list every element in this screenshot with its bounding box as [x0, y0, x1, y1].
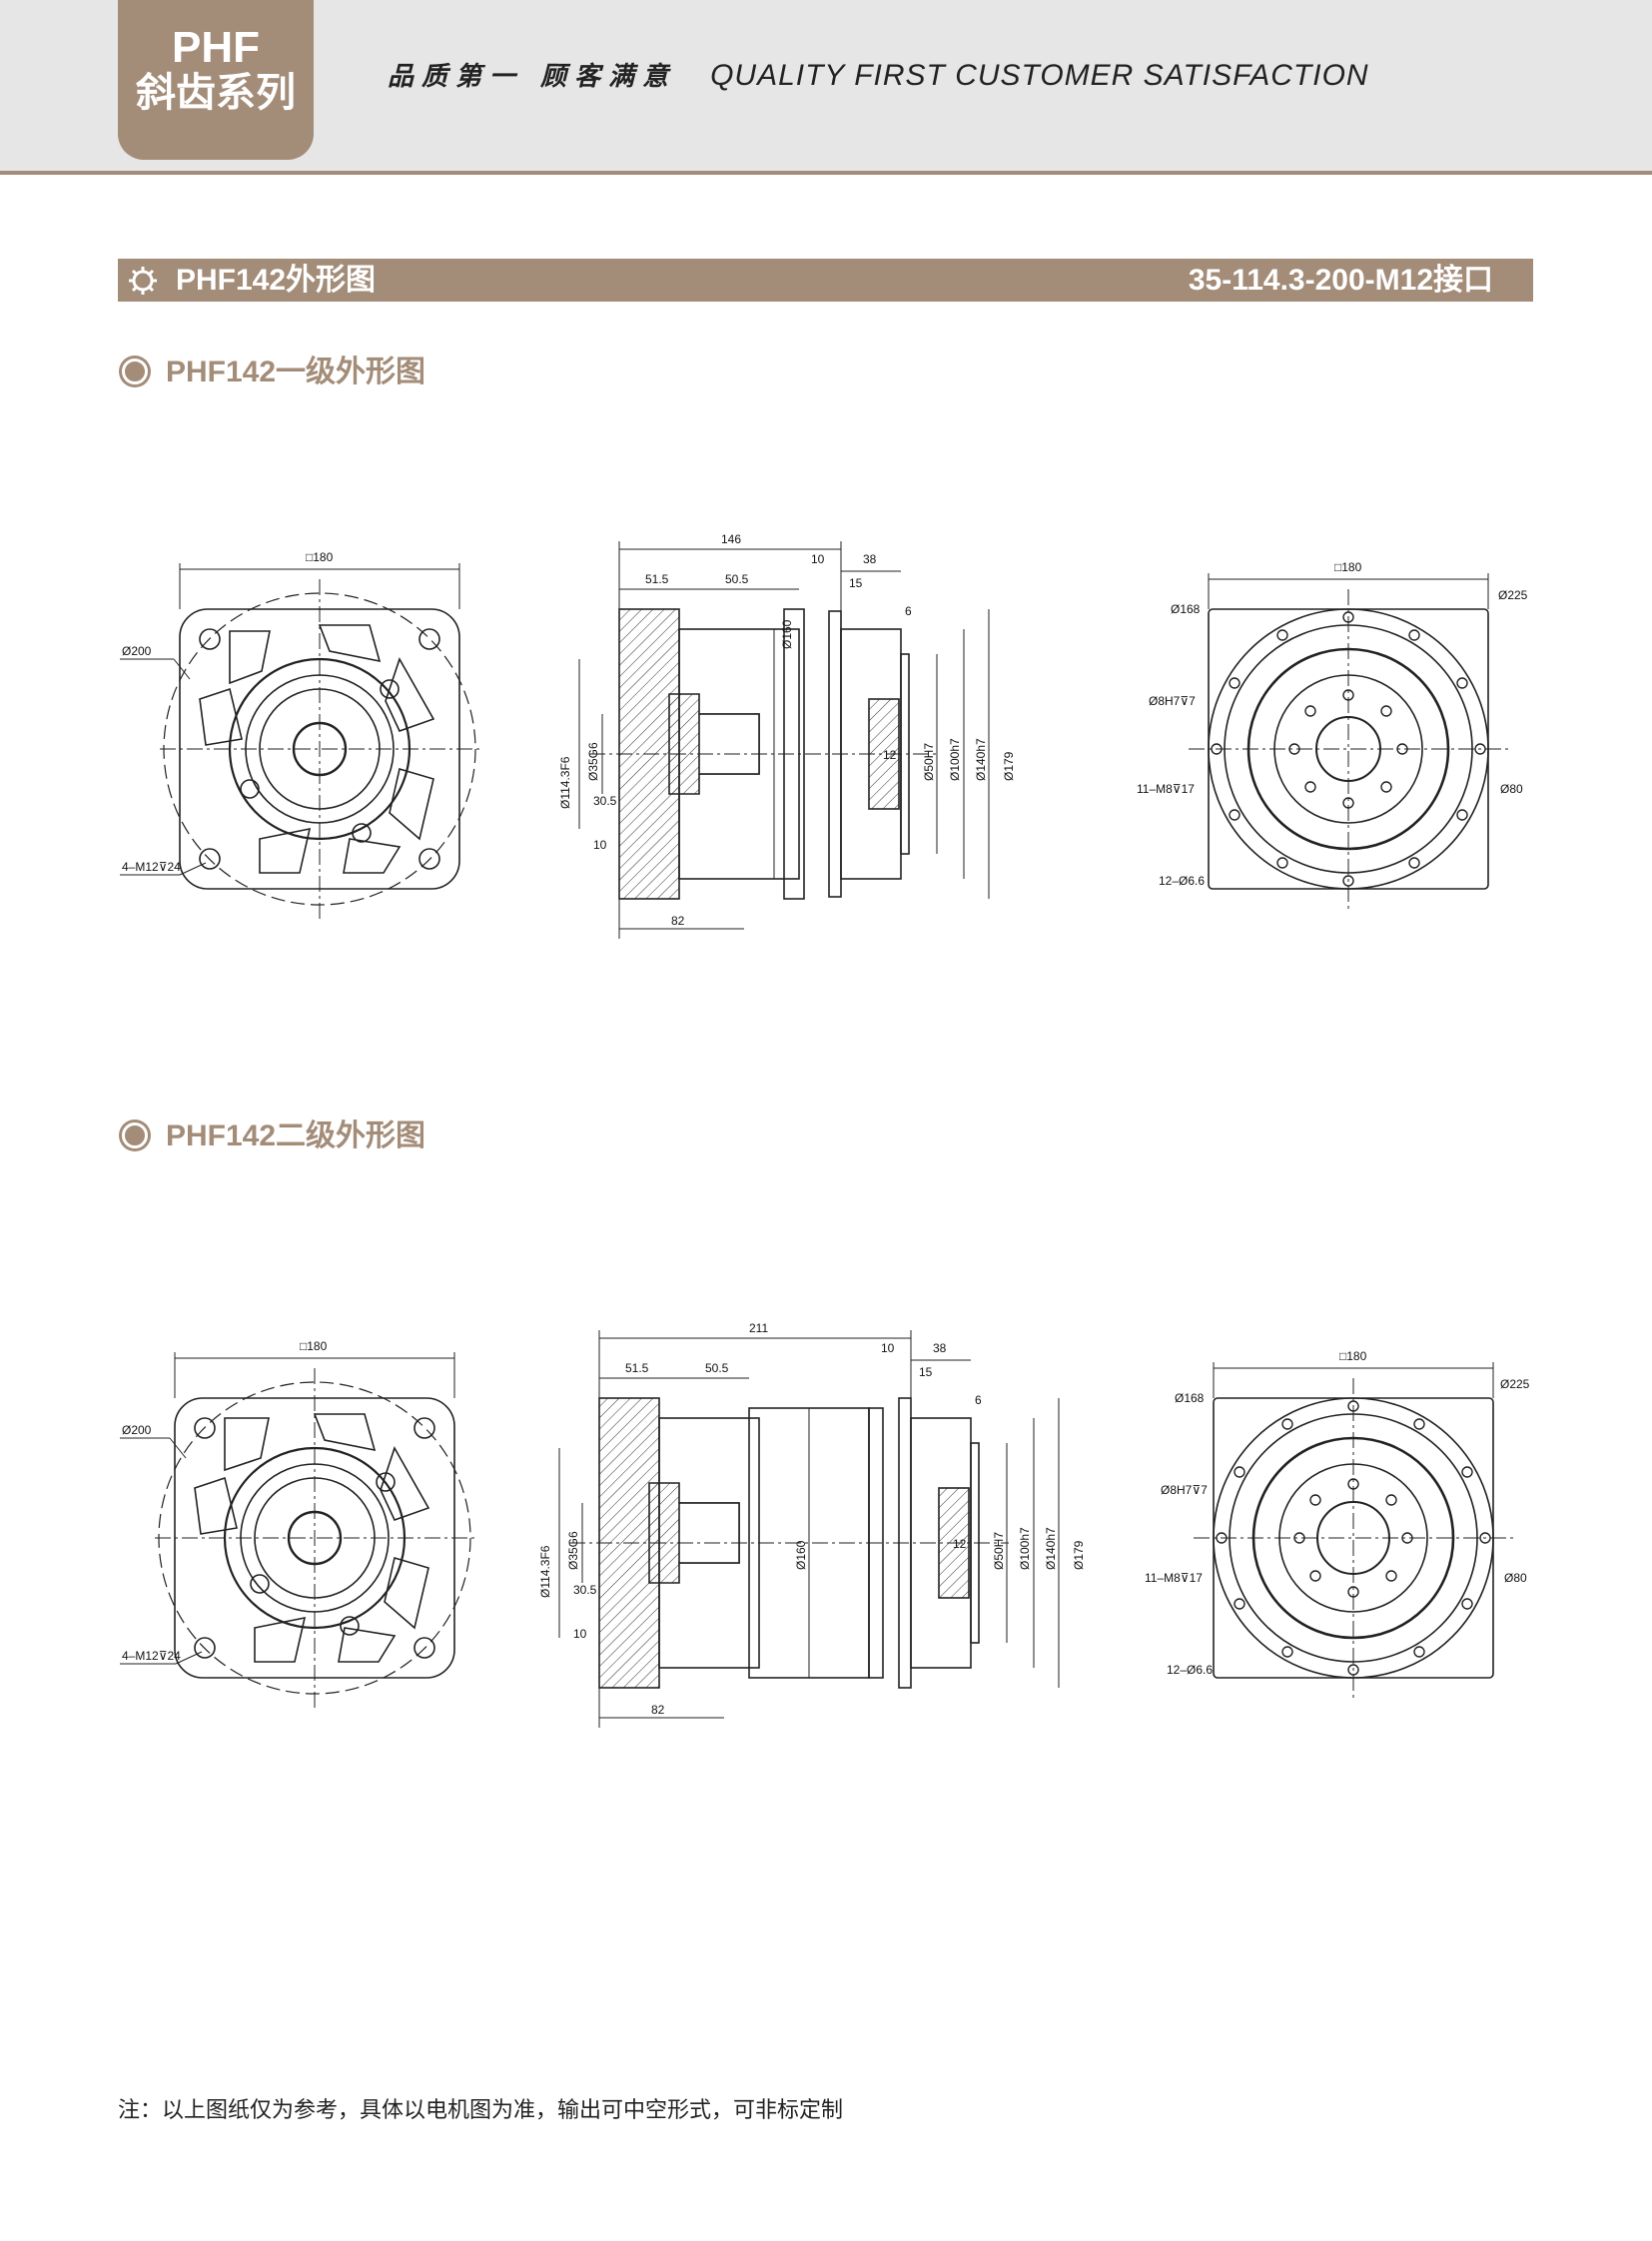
s2-side-d9: 82 — [651, 1703, 665, 1717]
s1-rear-inner: Ø80 — [1500, 782, 1523, 796]
s2-rear-inner: Ø80 — [1504, 1571, 1527, 1585]
s1-side-d4: 38 — [863, 552, 877, 566]
s2-side-d7: 30.5 — [573, 1583, 597, 1597]
s1-rear-pcd: Ø168 — [1171, 602, 1201, 616]
s2-rear-thread: 11–M8⊽17 — [1145, 1571, 1203, 1585]
s1-side-dia5: Ø100h7 — [948, 738, 962, 781]
stage2-front-view — [120, 1352, 474, 1708]
stage2-rear-view — [1194, 1362, 1513, 1698]
s1-side-d5: 15 — [849, 576, 863, 590]
stage2-drawings: □180 Ø200 4–M12⊽24 211 51.5 50.5 10 38 1… — [120, 1321, 1530, 1728]
stage1-side-view — [578, 541, 990, 939]
s2-rear-pcd: Ø168 — [1175, 1391, 1205, 1405]
s2-side-d8: 10 — [573, 1627, 587, 1641]
s2-rear-square: □180 — [1339, 1349, 1367, 1363]
s2-side-total: 211 — [749, 1321, 768, 1335]
section-interface: 35-114.3-200-M12接口 — [1188, 264, 1493, 297]
s2-side-d6: 6 — [975, 1393, 982, 1407]
s1-side-d9: 82 — [671, 914, 685, 928]
s1-side-dia1: Ø114.3F6 — [558, 756, 572, 809]
s1-side-dia4: Ø50H7 — [922, 743, 936, 781]
stage2-heading: PHF142二级外形图 — [118, 1119, 425, 1154]
s1-side-d3: 10 — [811, 552, 825, 566]
stage1-front-view — [120, 563, 479, 919]
s1-side-d8: 10 — [593, 838, 607, 852]
s2-side-d1: 51.5 — [625, 1361, 649, 1375]
badge-model: PHF — [172, 23, 260, 72]
s1-side-d6: 6 — [905, 604, 912, 618]
footer-note: 注：以上图纸仅为参考，具体以电机图为准，输出可中空形式，可非标定制 — [118, 2097, 844, 2122]
s2-front-thread: 4–M12⊽24 — [122, 1649, 181, 1663]
stage1-drawings: □180 Ø200 4–M12⊽24 146 51.5 50.5 10 38 1… — [120, 532, 1528, 939]
s1-side-dia3: Ø160 — [780, 619, 794, 649]
s2-side-dia4: Ø50H7 — [992, 1532, 1006, 1570]
s1-rear-pin: Ø8H7⊽7 — [1149, 694, 1196, 708]
s1-front-circle: Ø200 — [122, 644, 152, 658]
slogan-en: QUALITY FIRST CUSTOMER SATISFACTION — [710, 59, 1369, 92]
s1-side-dia6: Ø140h7 — [974, 738, 988, 781]
s2-rear-outer: Ø225 — [1500, 1377, 1530, 1391]
s1-side-d2: 50.5 — [725, 572, 749, 586]
s2-side-dia7: Ø179 — [1072, 1540, 1086, 1570]
s2-side-dia1: Ø114.3F6 — [538, 1545, 552, 1598]
s1-rear-holes: 12–Ø6.6 — [1159, 874, 1205, 888]
s2-rear-pin: Ø8H7⊽7 — [1161, 1483, 1208, 1497]
s1-side-d10: 12 — [883, 748, 897, 762]
s2-side-d4: 38 — [933, 1341, 947, 1355]
s2-side-d2: 50.5 — [705, 1361, 729, 1375]
slogan: 品质第一 顾客满意 QUALITY FIRST CUSTOMER SATISFAC… — [388, 56, 1369, 93]
s1-side-d7: 30.5 — [593, 794, 617, 808]
s2-side-dia2: Ø35G6 — [566, 1531, 580, 1570]
stage1-title: PHF142一级外形图 — [166, 356, 426, 388]
s2-side-d10: 12 — [953, 1537, 967, 1551]
s2-side-dia3: Ø160 — [794, 1540, 808, 1570]
series-badge: PHF 斜齿系列 — [118, 0, 314, 160]
s1-side-dia7: Ø179 — [1002, 751, 1016, 781]
s2-front-circle: Ø200 — [122, 1423, 152, 1437]
s2-side-d5: 15 — [919, 1365, 933, 1379]
s1-rear-thread: 11–M8⊽17 — [1137, 782, 1195, 796]
s1-side-total: 146 — [721, 532, 741, 546]
s2-rear-holes: 12–Ø6.6 — [1167, 1663, 1213, 1677]
section-title-bar: PHF142外形图 35-114.3-200-M12接口 — [118, 259, 1533, 302]
bullet-icon — [122, 359, 148, 384]
s1-front-thread: 4–M12⊽24 — [122, 860, 181, 874]
s1-side-d1: 51.5 — [645, 572, 669, 586]
bullet-icon — [122, 1122, 148, 1148]
s1-rear-square: □180 — [1334, 560, 1362, 574]
slogan-cn: 品质第一 顾客满意 — [388, 62, 677, 92]
s1-front-square: □180 — [306, 550, 334, 564]
s1-side-dia2: Ø35G6 — [586, 742, 600, 781]
gear-icon — [129, 267, 157, 295]
header-divider — [0, 171, 1652, 175]
stage1-rear-view — [1189, 573, 1508, 909]
section-title: PHF142外形图 — [176, 264, 377, 297]
stage2-title: PHF142二级外形图 — [166, 1120, 426, 1152]
stage2-side-view — [558, 1330, 1060, 1728]
s1-rear-outer: Ø225 — [1498, 588, 1528, 602]
s2-side-d3: 10 — [881, 1341, 895, 1355]
badge-series: 斜齿系列 — [136, 71, 296, 115]
s2-side-dia5: Ø100h7 — [1018, 1527, 1032, 1570]
s2-side-dia6: Ø140h7 — [1044, 1527, 1058, 1570]
stage1-heading: PHF142一级外形图 — [118, 355, 425, 390]
s2-front-square: □180 — [300, 1339, 328, 1353]
